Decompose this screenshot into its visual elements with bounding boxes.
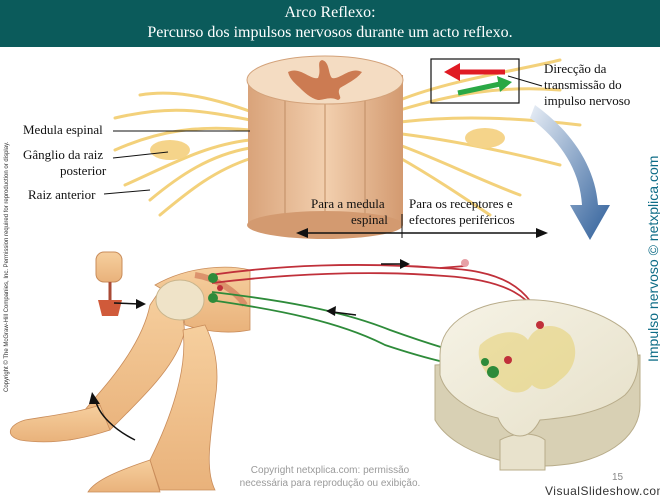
label-para-receptores-1: Para os receptores e (409, 196, 513, 211)
label-direccao-2: transmissão do (544, 77, 622, 92)
label-leader-direction (507, 75, 543, 87)
footer-copyright: Copyright netxplica.com: permissão neces… (230, 464, 430, 490)
label-medula-espinal: Medula espinal (23, 122, 103, 137)
direction-box (430, 58, 520, 104)
label-para-medula-1: Para a medula (311, 196, 385, 211)
footer-copyright-line-2: necessária para reprodução ou exibição. (239, 478, 421, 489)
impulse-arrow-left-icon (326, 306, 357, 316)
reflex-hammer-icon (95, 251, 123, 316)
page-number: 15 (612, 472, 624, 483)
red-arrow-icon (444, 63, 505, 81)
label-direccao-1: Direcção da (544, 61, 607, 76)
label-raiz-anterior: Raiz anterior (28, 187, 96, 202)
slide-subtitle: Percurso dos impulsos nervosos durante u… (147, 24, 513, 41)
nerve-fibres (113, 58, 582, 217)
leg-illustration (10, 266, 251, 493)
brand-watermark: VisualSlideshow.com (545, 484, 660, 498)
label-para-receptores-2: efectores periféricos (409, 212, 515, 227)
green-arrow-icon (457, 76, 512, 96)
impulse-arrow-right-icon (381, 259, 410, 269)
label-para-medula-2: espinal (351, 212, 388, 227)
ganglion-right (465, 128, 505, 148)
footer-copyright-line-1: Copyright netxplica.com: permissão (250, 465, 410, 476)
sensory-ganglion (461, 259, 469, 267)
title-banner: Arco Reflexo: Percurso dos impulsos nerv… (0, 0, 660, 47)
spinal-cord-segment (246, 55, 404, 239)
left-copyright-notice: Copyright © The McGraw-Hill Companies, I… (4, 141, 10, 392)
spinal-cord-cross-section (434, 299, 641, 471)
transition-arrow-icon (530, 105, 610, 240)
kick-arrow-icon (89, 392, 136, 441)
side-credit: Impulso nervoso © netxplica.com (645, 155, 660, 362)
leader-ganglio (112, 151, 169, 159)
slide-title: Arco Reflexo: (284, 4, 376, 21)
label-direccao-3: impulso nervoso (544, 93, 631, 108)
tap-arrow-icon (113, 299, 146, 309)
muscle-receptor-icon (208, 273, 223, 303)
ganglion-left (150, 140, 190, 160)
direction-arrow-line (296, 214, 548, 238)
label-posterior: posterior (60, 163, 107, 178)
label-ganglio: Gânglio da raiz (23, 147, 104, 162)
leader-raiz (103, 189, 151, 195)
